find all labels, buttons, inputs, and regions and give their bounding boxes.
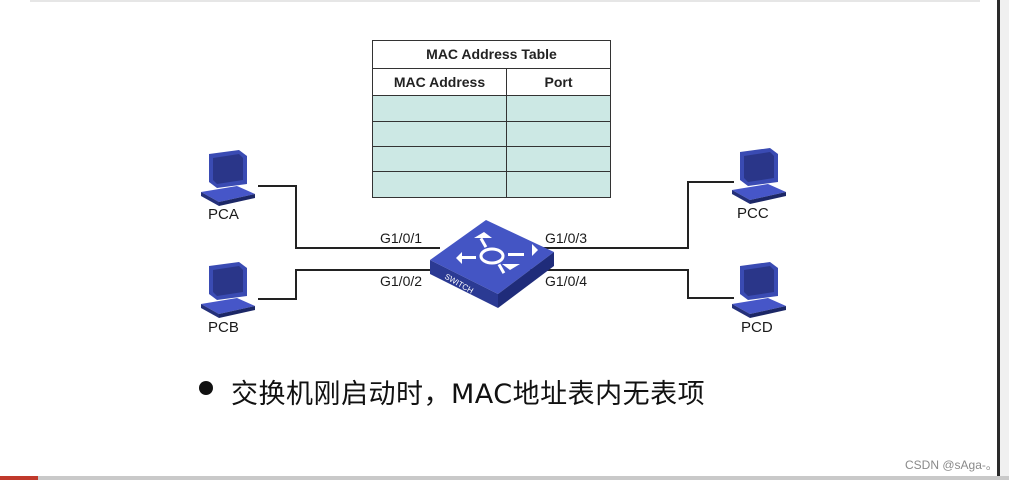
host-label-pcd: PCD [741,319,773,336]
table-cell [372,95,507,122]
switch-icon: SWITCH [430,220,554,308]
link-pcb [258,269,440,300]
host-label-pca: PCA [208,206,239,223]
table-row [372,120,612,148]
progress-indicator [0,476,38,480]
table-title: MAC Address Table [371,40,612,69]
port-label-g103: G1/0/3 [545,230,588,246]
bottom-scrollbar [0,476,1009,480]
computer-icon [201,262,255,318]
link-pcd [530,269,734,299]
table-cell [372,145,507,173]
mac-address-table: MAC Address Table MAC Address Port [371,40,612,198]
column-header-mac: MAC Address [372,67,507,97]
port-label-g101: G1/0/1 [380,230,423,246]
host-label-pcc: PCC [737,205,769,222]
table-row [372,171,612,198]
top-divider [30,0,980,2]
table-cell [505,171,612,198]
table-row [372,145,612,173]
window-frame-edge [997,0,1000,480]
bullet-icon [199,381,213,395]
table-row [372,95,612,122]
table-cell [372,120,507,148]
link-pcc [530,181,734,249]
link-pca [258,185,440,249]
table-cell [372,171,507,198]
watermark: CSDN @sAga-。 [905,458,998,472]
computer-icon [732,262,786,318]
computer-icon [201,150,255,206]
port-label-g104: G1/0/4 [545,273,588,289]
table-cell [505,95,612,122]
host-label-pcb: PCB [208,319,239,336]
computer-icon [732,148,786,204]
table-cell [505,145,612,173]
table-cell [505,120,612,148]
bullet-text: 交换机刚启动时，MAC地址表内无表项 [231,379,706,410]
port-label-g102: G1/0/2 [380,273,423,289]
